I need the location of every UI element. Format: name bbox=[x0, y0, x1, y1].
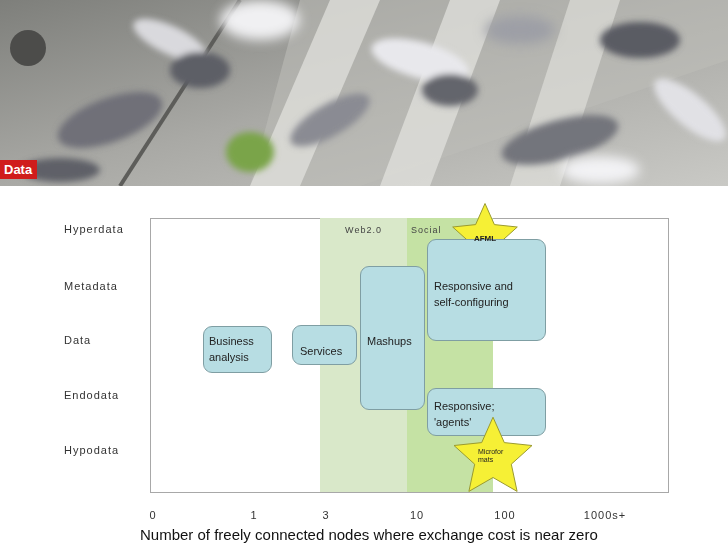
node-content: Responsive; 'agents' bbox=[428, 389, 545, 435]
process-box: Responsive; 'agents' bbox=[427, 388, 546, 436]
tick-label: 1 bbox=[250, 509, 257, 521]
star-outline bbox=[454, 417, 532, 491]
node-content: Mashups bbox=[361, 267, 424, 409]
section-tag: Data bbox=[0, 160, 37, 179]
star-label: Microformats bbox=[478, 448, 508, 464]
tick-label: 3 bbox=[322, 509, 329, 521]
blurred-wings bbox=[220, 0, 640, 184]
process-box: Business analysis bbox=[203, 326, 272, 373]
tick-label: 0 bbox=[149, 509, 156, 521]
star-label: AFML bbox=[474, 234, 496, 243]
crosswalk-stripe bbox=[380, 0, 500, 186]
tick-label: 100 bbox=[494, 509, 515, 521]
pigeon-photo bbox=[0, 0, 728, 186]
box-label: Services bbox=[300, 343, 352, 359]
axis-label: Metadata bbox=[64, 280, 118, 292]
band-label: Web2.0 bbox=[320, 225, 407, 236]
axis-label: Hyperdata bbox=[64, 223, 124, 235]
axis-label: Endodata bbox=[64, 389, 119, 401]
axis-title: Number of freely connected nodes where e… bbox=[140, 526, 598, 543]
box-label: Business analysis bbox=[209, 333, 267, 365]
process-box: Services bbox=[292, 325, 357, 365]
box-label: Mashups bbox=[367, 333, 419, 349]
tick-label: 10 bbox=[410, 509, 424, 521]
box-label: Responsive and self-configuring bbox=[434, 278, 524, 310]
pavement bbox=[0, 0, 728, 186]
manhole bbox=[10, 30, 46, 66]
tick-label: 1000s+ bbox=[584, 509, 626, 521]
pigeons bbox=[20, 10, 728, 182]
node-content: Business analysis bbox=[204, 327, 271, 372]
axis-label: Data bbox=[64, 334, 91, 346]
green-bag bbox=[226, 132, 274, 172]
axis-label: Hypodata bbox=[64, 444, 119, 456]
node-content: Services bbox=[293, 326, 356, 364]
process-box: Mashups bbox=[360, 266, 425, 410]
box-label: Responsive; 'agents' bbox=[434, 398, 524, 430]
plot-border bbox=[151, 219, 669, 493]
node-content: Responsive and self-configuring bbox=[428, 240, 545, 340]
process-box: Responsive and self-configuring bbox=[427, 239, 546, 341]
